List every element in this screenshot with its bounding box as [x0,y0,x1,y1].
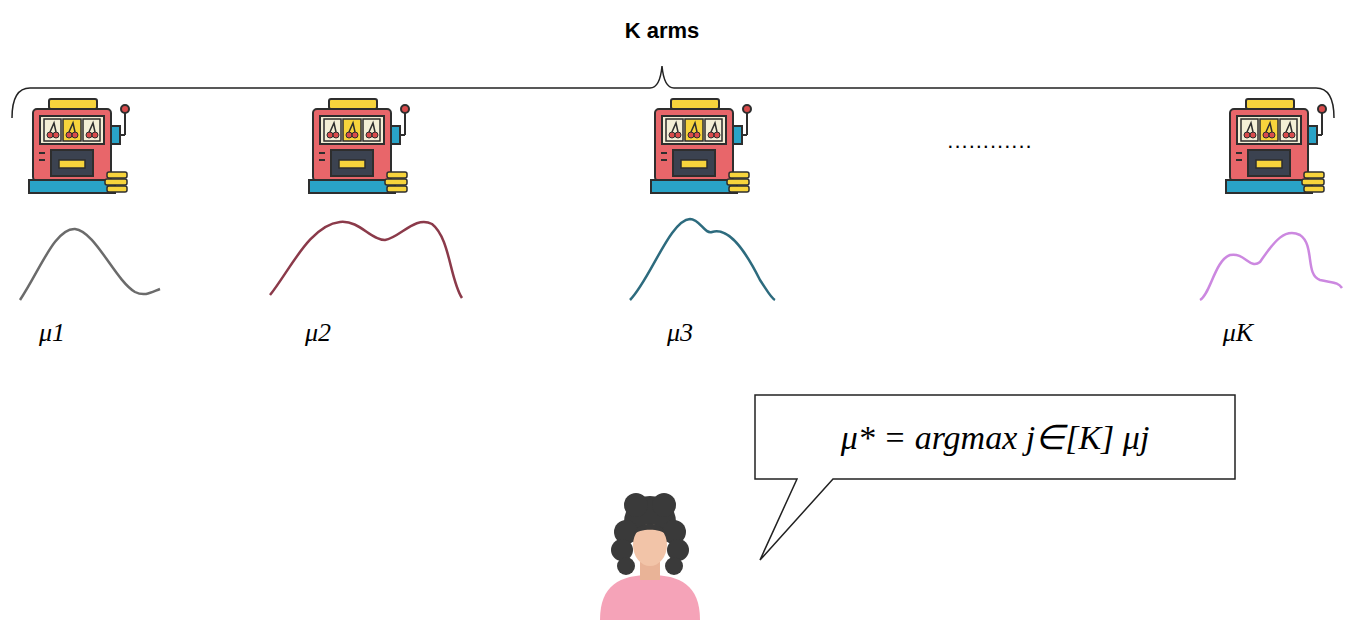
slot-machine [1226,99,1326,193]
arm-mean-label: μ3 [667,318,693,348]
speech-bubble: μ* = argmax j∈[K] μj [755,395,1235,479]
slot-machine [29,99,129,193]
arm-mean-label: μK [1223,318,1253,348]
bubble-path [755,395,1235,560]
arm-mean-label: μ1 [39,318,65,348]
person-icon [600,493,700,620]
slot-machine [651,99,751,193]
formula-text: μ* = argmax j∈[K] μj [841,417,1150,457]
slot-machine [309,99,409,193]
distribution-curve [20,229,160,300]
distribution-curve [630,219,775,300]
distribution-curve [270,222,462,298]
distribution-curve [1200,233,1342,300]
ellipsis-label: ............ [947,128,1032,154]
arm-mean-label: μ2 [305,318,331,348]
heading-label: K arms [625,18,700,44]
